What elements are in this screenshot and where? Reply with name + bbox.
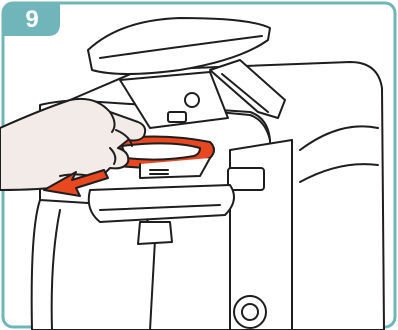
machine-spout xyxy=(138,222,172,244)
machine-side-slot xyxy=(228,168,264,190)
machine-tray xyxy=(89,185,234,222)
step-number: 9 xyxy=(4,3,60,36)
